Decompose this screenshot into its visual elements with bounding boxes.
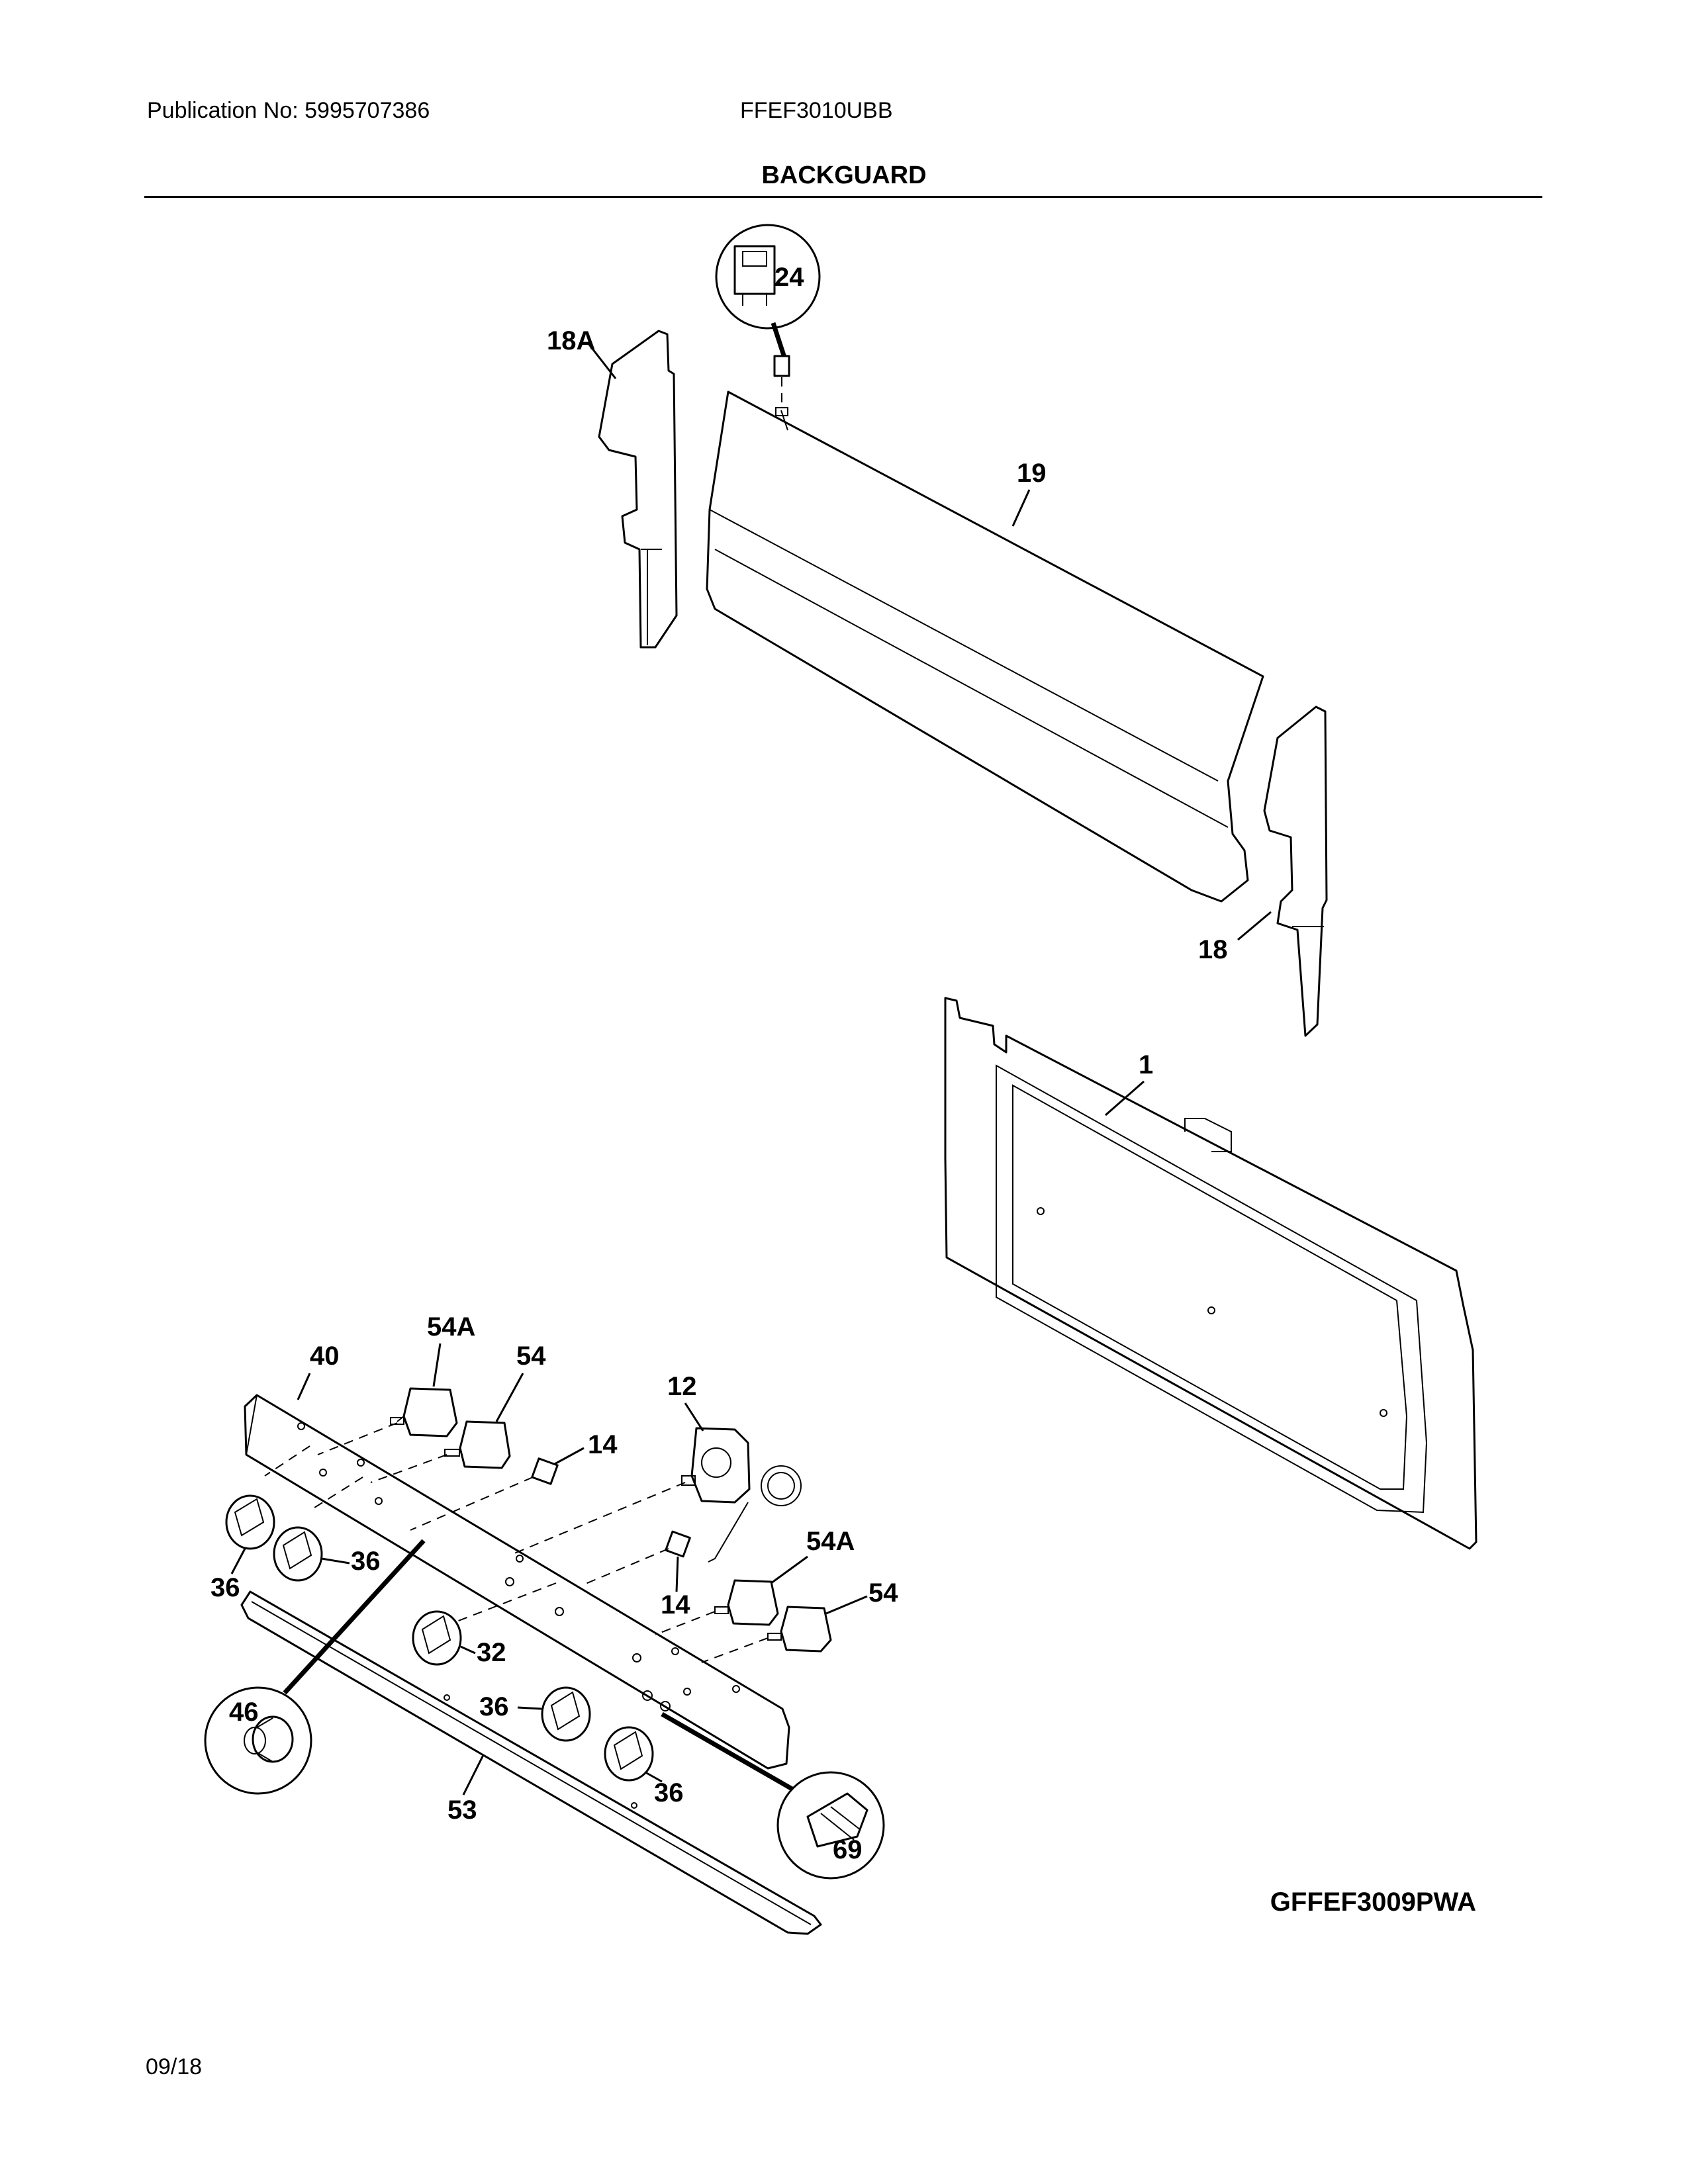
callout-69: 69 [833, 1835, 863, 1864]
part-19-rear-panel: 19 [706, 390, 1264, 903]
part-18-bracket: 18 [1198, 705, 1328, 1037]
part-54a-top-switch: 54A [390, 1312, 475, 1437]
callout-54a-mid: 54A [806, 1527, 855, 1556]
part-40-control-panel: 40 [244, 1342, 790, 1770]
title-divider [144, 196, 1542, 198]
callout-19: 19 [1017, 459, 1047, 488]
diagram-reference-code: GFFEF3009PWA [1270, 1888, 1476, 1917]
part-53-trim: 53 [240, 1590, 822, 1935]
callout-54-mid: 54 [868, 1578, 898, 1608]
part-1-lower-panel: 1 [944, 997, 1477, 1550]
callout-36-b: 36 [351, 1547, 381, 1576]
callout-18a: 18A [547, 326, 595, 355]
publication-number: Publication No: 5995707386 [147, 98, 430, 123]
callout-14-top: 14 [588, 1430, 618, 1459]
callout-24: 24 [774, 263, 804, 292]
part-36-knob-c: 36 [479, 1686, 591, 1742]
part-36-knob-a: 36 [211, 1494, 275, 1602]
part-54-mid-switch: 54 [767, 1578, 898, 1653]
callout-18: 18 [1198, 935, 1228, 964]
part-54-top-switch: 54 [444, 1342, 546, 1469]
model-number: FFEF3010UBB [740, 98, 893, 123]
part-46-plug: 46 [204, 1539, 426, 1795]
part-14-mid-switch: 14 [661, 1530, 691, 1619]
part-36-knob-d: 36 [604, 1726, 684, 1807]
part-32-knob: 32 [412, 1610, 506, 1667]
publication-date: 09/18 [146, 2054, 203, 2079]
alignment-lines [264, 1422, 769, 1663]
callout-12: 12 [667, 1372, 697, 1401]
part-12-thermostat: 12 [667, 1372, 802, 1563]
callout-54a-top: 54A [427, 1312, 475, 1342]
callout-14-mid: 14 [661, 1590, 690, 1619]
panel-screws [319, 1469, 691, 1711]
callout-54-top: 54 [516, 1342, 546, 1371]
part-18a-bracket: 18A [547, 326, 678, 649]
part-69-screw: 69 [661, 1711, 885, 1880]
callout-53: 53 [447, 1796, 477, 1825]
callout-46: 46 [229, 1698, 259, 1727]
callout-36-c: 36 [479, 1692, 509, 1721]
part-14-top-switch: 14 [531, 1430, 618, 1485]
page-title: BACKGUARD [761, 161, 927, 189]
callout-36-a: 36 [211, 1573, 240, 1602]
callout-36-d: 36 [654, 1778, 684, 1807]
part-54a-mid-switch: 54A [714, 1527, 855, 1626]
part-24-switch: 24 [715, 224, 821, 402]
part-36-knob-b: 36 [273, 1526, 381, 1582]
callout-40: 40 [310, 1342, 340, 1371]
callout-32: 32 [477, 1638, 506, 1667]
callout-1: 1 [1139, 1050, 1153, 1079]
